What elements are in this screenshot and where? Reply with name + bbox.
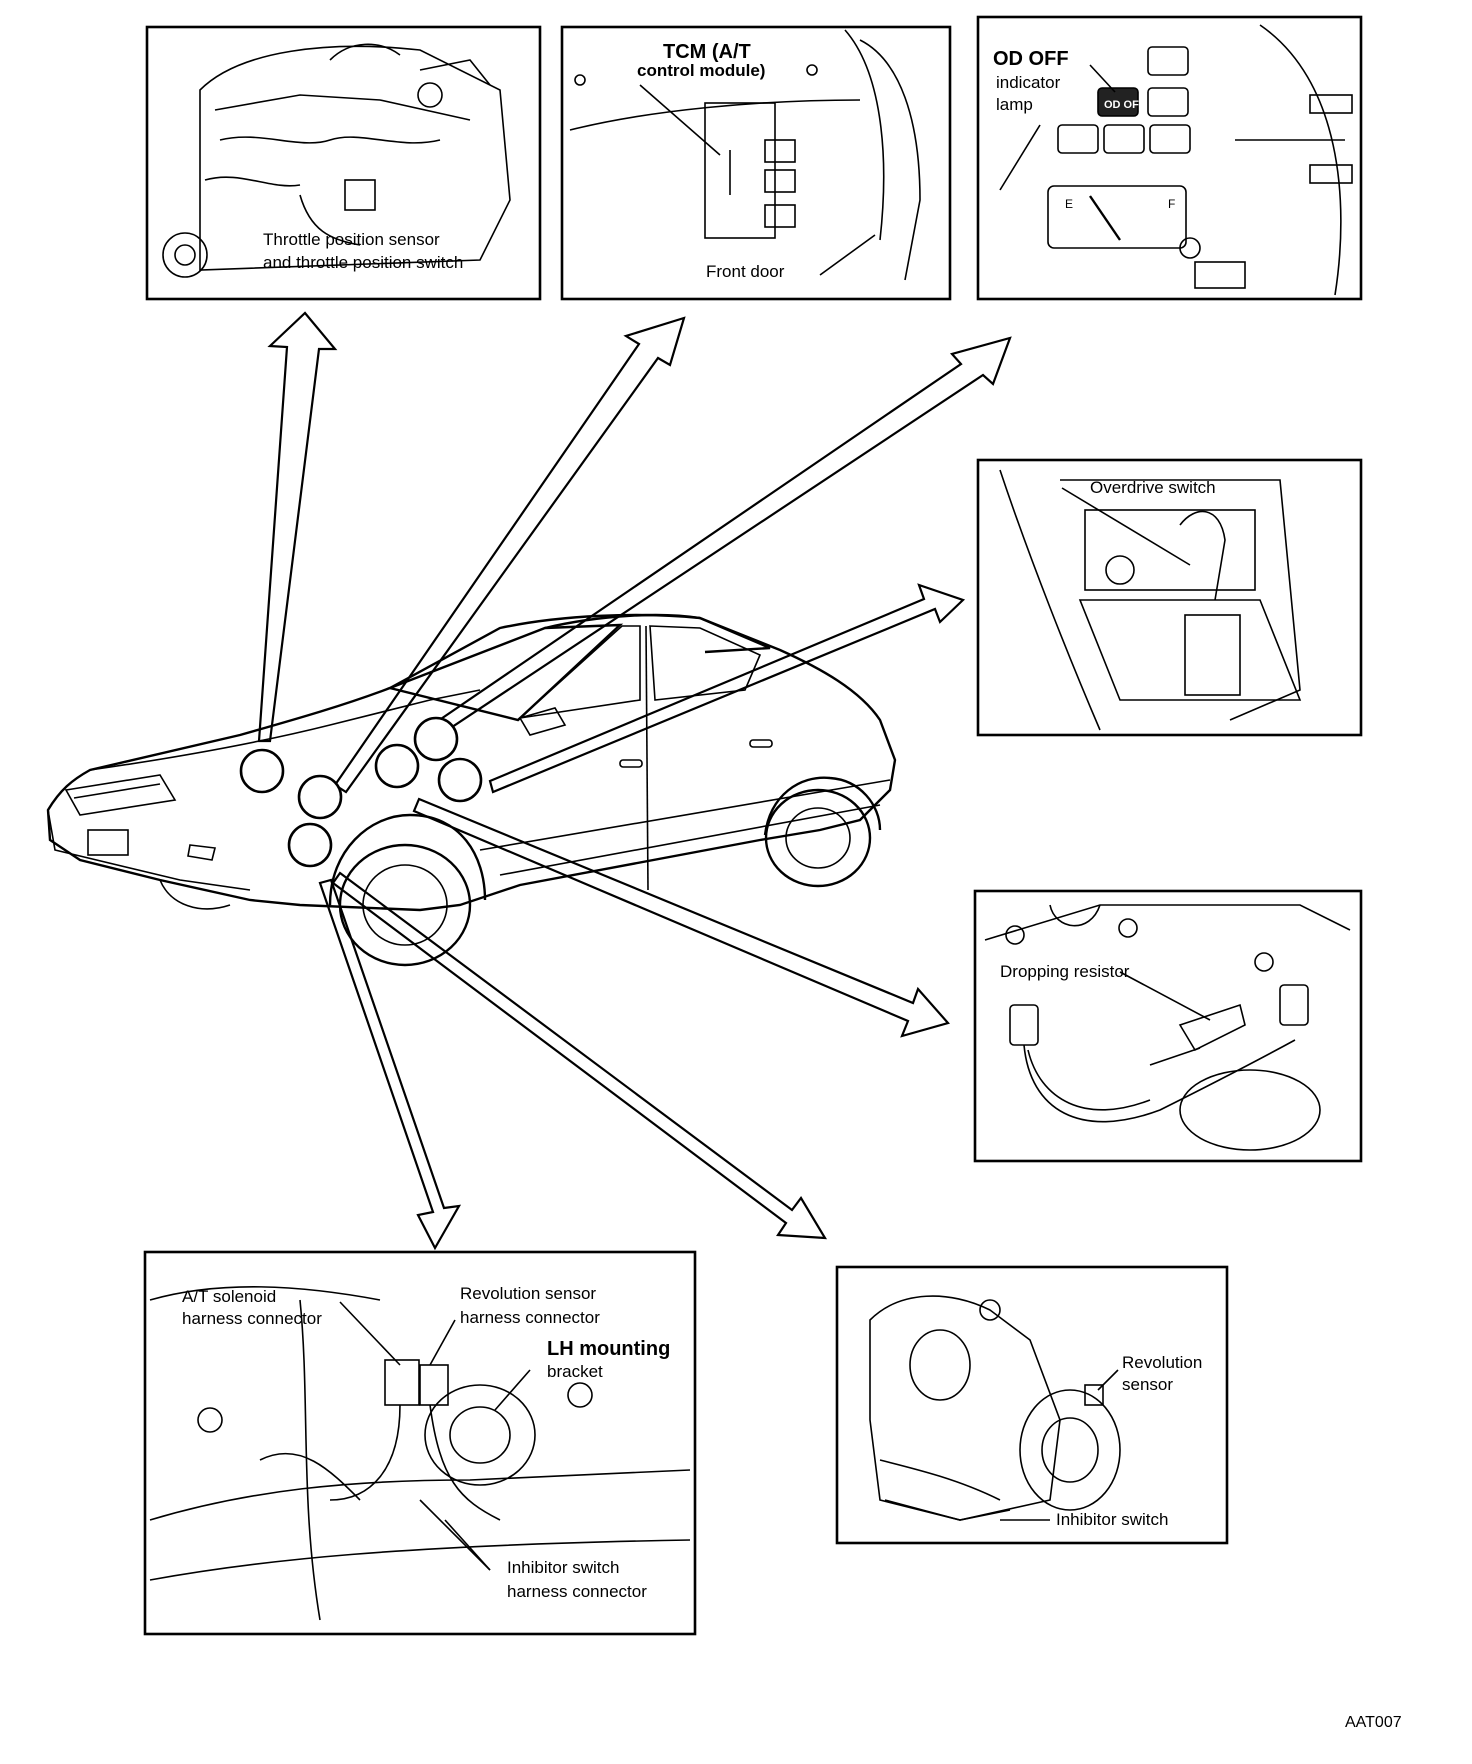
panel-dropping-resistor: Dropping resistor <box>973 889 1363 1163</box>
figure-code: AAT007 <box>1345 1714 1402 1731</box>
car-illustration <box>46 613 897 967</box>
arrow-throttle <box>257 311 338 743</box>
arrow-tcm <box>333 316 686 794</box>
od-off-line2: lamp <box>996 95 1033 114</box>
gauge-f-label: F <box>1168 197 1175 211</box>
marker-harness <box>297 774 343 820</box>
lh-mounting-line2: bracket <box>547 1362 603 1381</box>
panel-harness-connectors: A/T solenoid harness connector Revolutio… <box>143 1250 697 1636</box>
panel-overdrive-switch: Overdrive switch <box>976 458 1363 737</box>
panel-tcm: TCM (A/T control module) Front door <box>560 25 952 301</box>
panel-throttle-sensor: Throttle position sensor and throttle po… <box>145 25 542 301</box>
marker-tcm <box>413 716 459 762</box>
od-off-title: OD OFF <box>993 48 1069 70</box>
marker-overdrive <box>437 757 483 803</box>
rev-sensor-line2: sensor <box>1122 1375 1173 1394</box>
dropping-resistor-label: Dropping resistor <box>1000 962 1130 981</box>
overdrive-switch-label: Overdrive switch <box>1090 478 1216 497</box>
solenoid-label-line1: A/T solenoid <box>182 1287 276 1306</box>
rev-sensor-line1: Revolution <box>1122 1353 1202 1372</box>
throttle-label-line1: Throttle position sensor <box>263 230 440 249</box>
panel-od-off-lamp: OD OFF E F OD OFF indicator lamp <box>976 15 1363 301</box>
tcm-label-line1: TCM (A/T <box>663 41 751 63</box>
od-off-line1: indicator <box>996 73 1061 92</box>
arrow-odoff <box>433 336 1012 735</box>
rev-sensor-harness-line1: Revolution sensor <box>460 1284 596 1303</box>
marker-throttle <box>239 748 285 794</box>
inhibitor-harness-line2: harness connector <box>507 1582 647 1601</box>
inhibitor-switch-label: Inhibitor switch <box>1056 1510 1168 1529</box>
marker-resistor <box>374 743 420 789</box>
inhibitor-harness-line1: Inhibitor switch <box>507 1558 619 1577</box>
od-off-lamp-text: OD OFF <box>1104 99 1146 111</box>
tcm-label-line2: control module) <box>637 61 765 80</box>
arrow-harness <box>318 878 462 1251</box>
throttle-label-line2: and throttle position switch <box>263 253 463 272</box>
marker-transmission <box>287 822 333 868</box>
panel-transmission: Revolution sensor Inhibitor switch <box>835 1265 1229 1545</box>
arrow-transmission <box>331 871 828 1240</box>
arrows <box>257 311 1012 1251</box>
tcm-front-door-label: Front door <box>706 262 785 281</box>
gauge-e-label: E <box>1065 197 1073 211</box>
rev-sensor-harness-line2: harness connector <box>460 1308 600 1327</box>
location-markers <box>239 716 483 868</box>
arrow-overdrive <box>488 583 966 794</box>
arrow-resistor <box>412 797 950 1038</box>
solenoid-label-line2: harness connector <box>182 1309 322 1328</box>
lh-mounting-line1: LH mounting <box>547 1338 670 1360</box>
